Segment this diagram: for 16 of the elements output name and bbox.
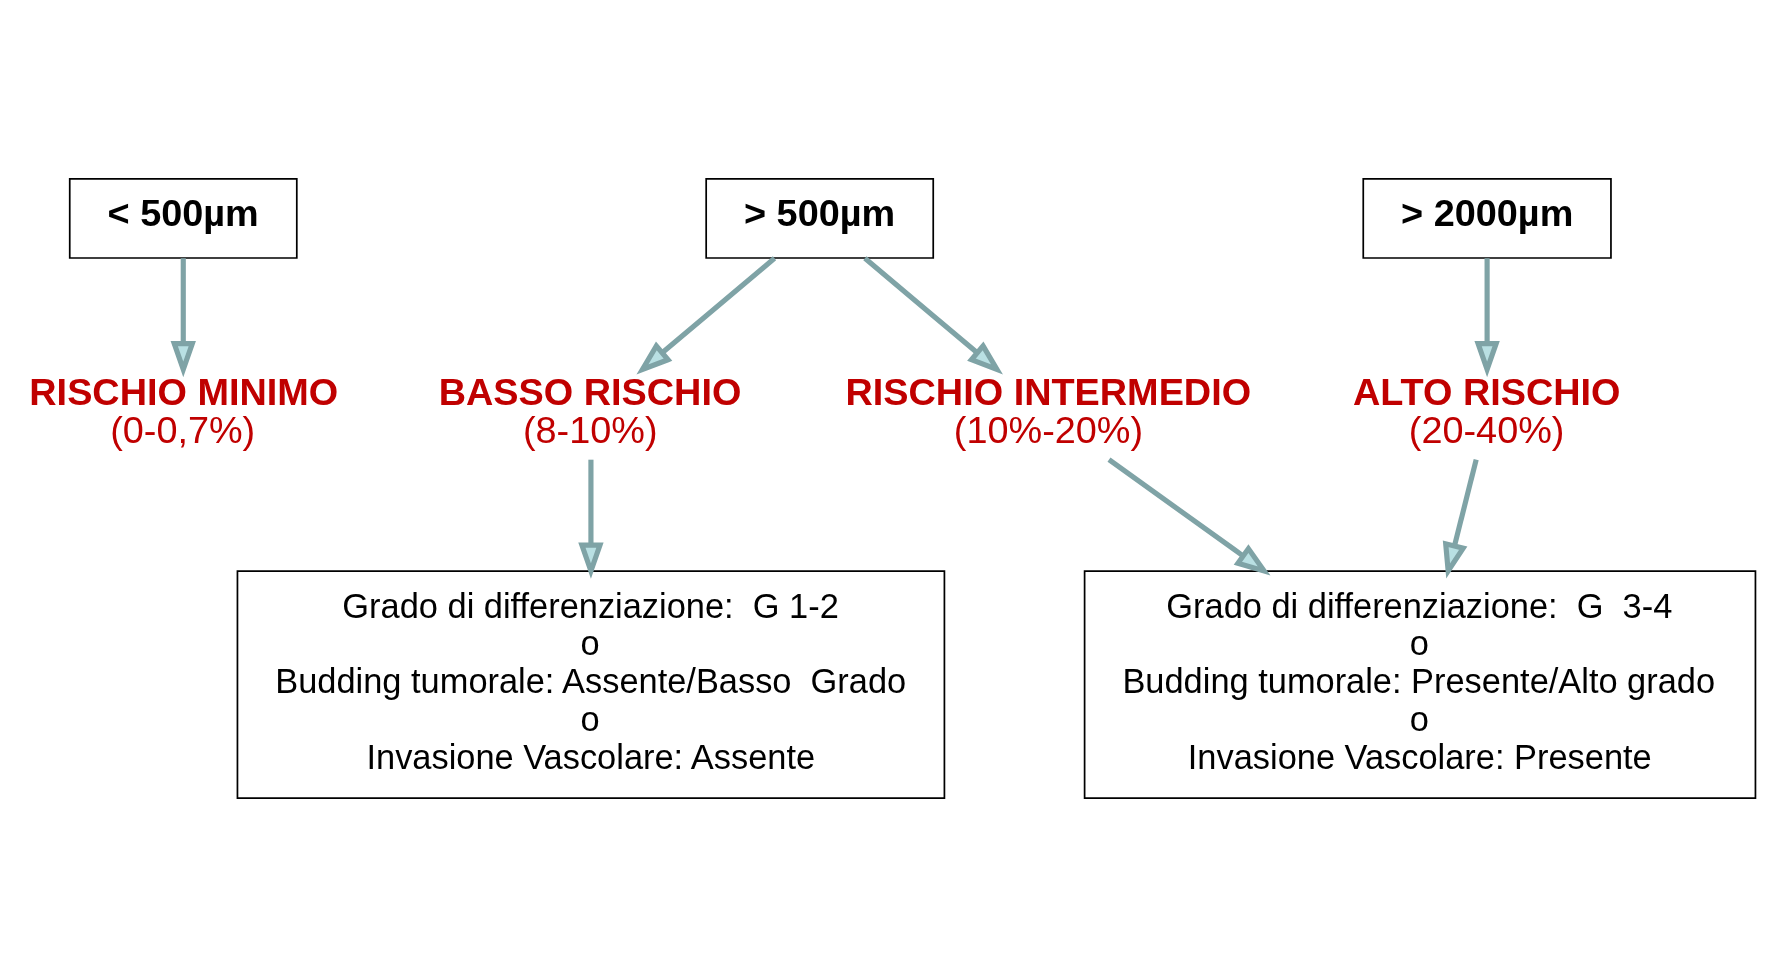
node-box: Grado di differenziazione: G 3-4 o Budding tumorale: Presente/Alto grado o Invasione Vascolare: Presente [1083,569,1757,799]
arrow [1442,458,1479,579]
arrow [863,255,1003,374]
arrow [636,255,777,374]
node-text: ALTO RISCHIO (20-40%) [1352,370,1621,451]
node-box: > 2000µm [1362,177,1612,259]
node-text: BASSO RISCHIO (8-10%) [438,370,742,451]
node-box: > 500µm [705,177,935,259]
arrow [1474,257,1500,377]
node-box: Grado di differenziazione: G 1-2 o Budding tumorale: Assente/Basso Grado o Invasione Vascolare: Assente [236,569,946,799]
arrow [578,459,604,579]
node-box: < 500µm [68,177,298,259]
arrow [170,257,196,377]
node-text: RISCHIO MINIMO (0-0,7%) [29,370,339,451]
arrow [1107,457,1271,576]
node-text: RISCHIO INTERMEDIO (10%-20%) [845,370,1252,451]
